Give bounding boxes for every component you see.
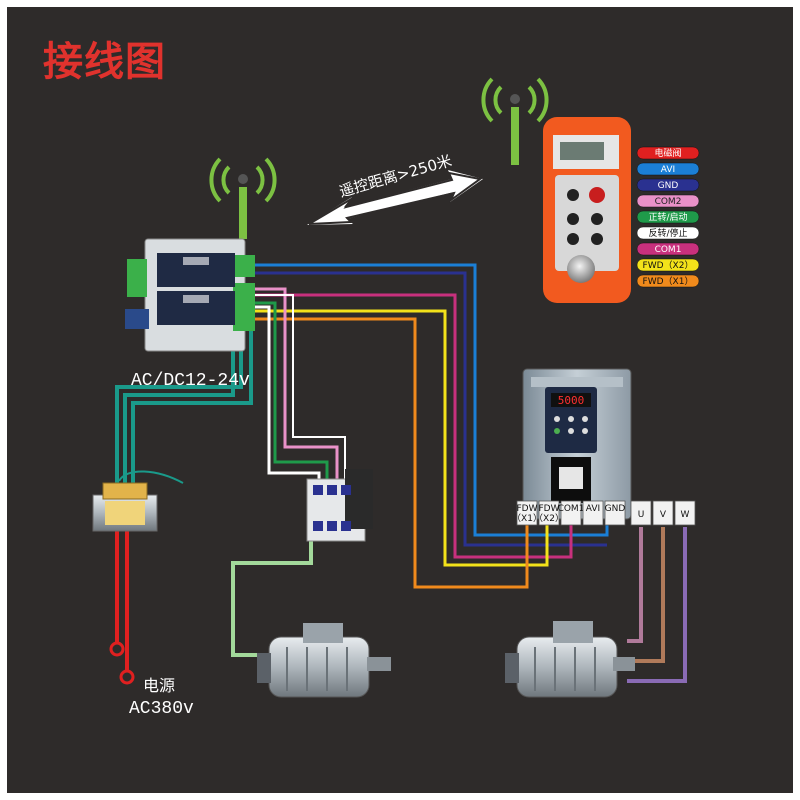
power-terminal-ring-1 xyxy=(109,641,125,657)
controller-antenna-icon xyxy=(209,157,277,239)
vfd-output-terminals: U V W xyxy=(630,500,696,526)
power-voltage-label: AC380v xyxy=(129,699,194,719)
legend-item: COM1 xyxy=(636,242,700,256)
legend-item: 正转/启动 xyxy=(636,210,700,224)
legend-item-label: 正转/启动 xyxy=(648,211,687,223)
vfd-output-terminal: V xyxy=(652,500,674,526)
vfd-input-terminal: FDW（X2） xyxy=(534,500,564,526)
legend-item: COM2 xyxy=(636,194,700,208)
wiring-diagram: 遥控距离>250米 xyxy=(92,77,700,719)
page-title: 接线图 xyxy=(43,39,166,85)
vfd-input-terminal-label: GND xyxy=(605,504,626,514)
legend-item-label: AVI xyxy=(661,165,675,175)
vfd-input-terminal-label: FDW xyxy=(538,504,559,514)
legend-item-label: FWD（X1） xyxy=(643,276,694,287)
legend-item-label: 电磁阀 xyxy=(654,147,681,159)
legend-item-label: FWD（X2） xyxy=(643,260,694,271)
vfd-input-terminal: COM1 xyxy=(558,500,585,526)
vfd-output-terminal: W xyxy=(674,500,696,526)
motor-right xyxy=(505,621,635,698)
legend-item: AVI xyxy=(636,162,700,176)
vfd-input-terminal-sublabel: （X1） xyxy=(512,513,542,524)
legend-item: FWD（X2） xyxy=(636,258,700,272)
vfd-output-terminal-label: W xyxy=(681,510,690,520)
vfd-input-terminal: GND xyxy=(604,500,626,526)
power-terminal-ring-2 xyxy=(119,669,135,685)
vfd-input-terminal: FDW（X1） xyxy=(512,500,542,526)
vfd-output-terminal: U xyxy=(630,500,652,526)
legend-item: 电磁阀 xyxy=(636,146,700,160)
vfd-motor-wires xyxy=(627,527,687,683)
legend-item: 反转/停止 xyxy=(636,226,700,240)
wireless-receiver-module xyxy=(125,238,255,352)
legend-item: FWD（X1） xyxy=(636,274,700,288)
motor-feed-wire xyxy=(231,537,313,657)
vfd-input-terminal-label: COM1 xyxy=(558,504,585,514)
ac-contactor xyxy=(306,469,373,542)
vfd-display-readout: 5000 xyxy=(558,394,585,407)
vfd-input-terminal: AVI xyxy=(582,500,604,526)
controller-voltage-label: AC/DC12-24v xyxy=(131,371,250,391)
remote-control-handset xyxy=(543,117,631,303)
power-source-label: 电源 xyxy=(143,676,175,695)
control-transformer xyxy=(92,470,184,532)
vfd-input-terminal-label: FDW xyxy=(516,504,537,514)
legend-item-label: COM2 xyxy=(655,197,682,207)
motor-left xyxy=(257,623,391,698)
legend-item-label: GND xyxy=(658,181,679,191)
legend-item: GND xyxy=(636,178,700,192)
legend-item-label: 反转/停止 xyxy=(648,227,687,239)
power-input-wires xyxy=(115,527,129,671)
variable-frequency-drive: 5000 xyxy=(522,368,632,520)
legend-item-label: COM1 xyxy=(655,245,682,255)
vfd-output-terminal-label: U xyxy=(638,510,645,520)
vfd-input-terminal-sublabel: （X2） xyxy=(534,513,564,524)
wireless-range-arrow-icon xyxy=(307,170,483,225)
vfd-input-terminal-label: AVI xyxy=(586,504,600,514)
signal-wires xyxy=(247,263,609,589)
remote-antenna-icon xyxy=(481,77,549,165)
vfd-output-terminal-label: V xyxy=(660,510,667,520)
